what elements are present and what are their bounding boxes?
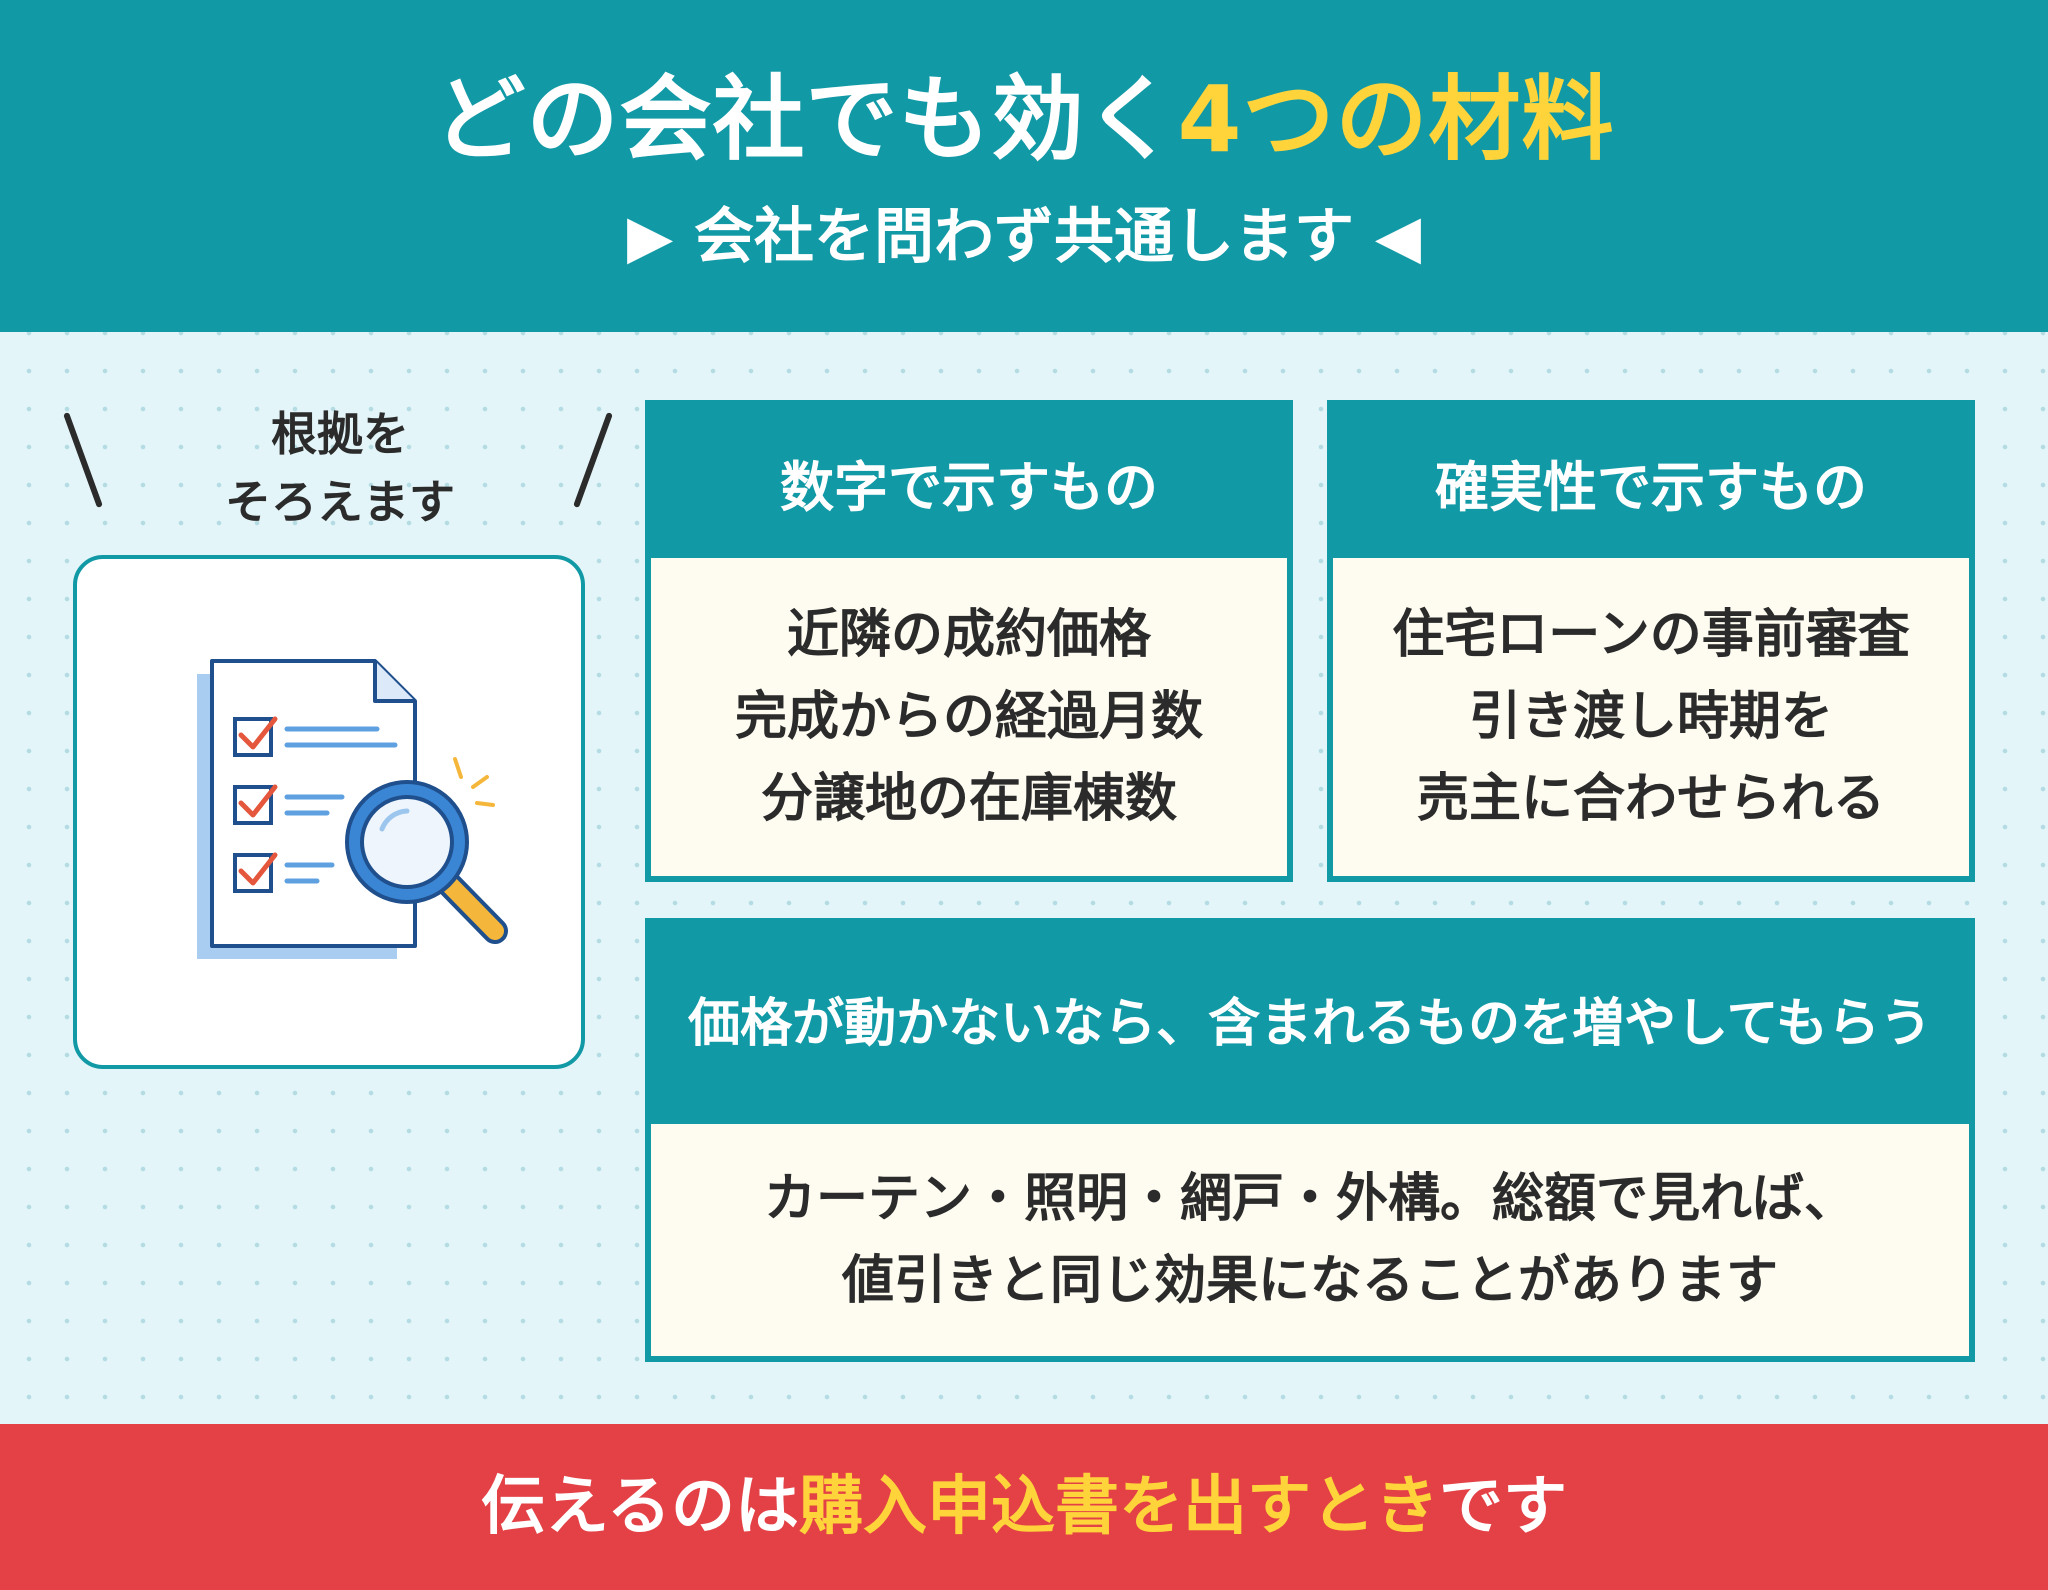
title-accent: 4つの材料 xyxy=(1177,66,1615,173)
footer-accent: 購入申込書を出すとき xyxy=(799,1470,1440,1544)
checkbox-3 xyxy=(233,852,278,893)
footer-banner: 伝えるのは購入申込書を出すときです xyxy=(0,1424,2048,1590)
checklist-magnifier-icon xyxy=(197,659,508,959)
caption-line-1: 根拠を xyxy=(271,407,409,461)
sparkle-marks xyxy=(453,757,495,807)
numbers-card-line: 近隣の成約価格 xyxy=(786,605,1151,665)
footer-text-a: 伝えるのは xyxy=(480,1470,800,1544)
caption-line-2: そろえます xyxy=(225,475,455,529)
extras-card-body: カーテン・照明・網戸・外構。総額で見れば、 値引きと同じ効果になることがあります xyxy=(651,1124,1969,1356)
certainty-card-line: 住宅ローンの事前審査 xyxy=(1392,605,1910,665)
numbers-card: 数字で示すもの 近隣の成約価格 完成からの経過月数 分譲地の在庫棟数 xyxy=(645,400,1293,882)
footer-text-b: です xyxy=(1439,1470,1568,1544)
document-fold xyxy=(373,661,415,703)
title-main: どの会社でも効く xyxy=(433,66,1178,173)
numbers-card-line: 分譲地の在庫棟数 xyxy=(760,769,1177,829)
magnifier-handle xyxy=(440,875,504,940)
numbers-card-line: 完成からの経過月数 xyxy=(734,687,1203,747)
checkbox-1 xyxy=(233,716,278,757)
lens-glint xyxy=(379,808,410,832)
left-caption: 根拠を そろえます xyxy=(60,400,620,530)
certainty-card: 確実性で示すもの 住宅ローンの事前審査 引き渡し時期を 売主に合わせられる xyxy=(1327,400,1975,882)
page-subtitle: ▶ 会社を問わず共通します ◀ xyxy=(626,202,1422,272)
certainty-card-line: 売主に合わせられる xyxy=(1416,769,1885,829)
extras-card-line: カーテン・照明・網戸・外構。総額で見れば、 xyxy=(763,1169,1856,1229)
illustration-box xyxy=(73,555,585,1069)
text-lines xyxy=(284,726,398,884)
extras-card-line: 値引きと同じ効果になることがあります xyxy=(841,1251,1778,1311)
page-title: どの会社でも効く4つの材料 xyxy=(0,60,2048,180)
extras-card-heading: 価格が動かないなら、含まれるものを増やしてもらう xyxy=(651,924,1969,1124)
checkbox-2 xyxy=(233,784,278,825)
extras-card: 価格が動かないなら、含まれるものを増やしてもらう カーテン・照明・網戸・外構。総… xyxy=(645,918,1975,1362)
numbers-card-heading: 数字で示すもの xyxy=(651,406,1287,558)
header-banner: どの会社でも効く4つの材料 ▶ 会社を問わず共通します ◀ xyxy=(0,0,2048,332)
caption-text: 根拠を そろえます xyxy=(60,400,620,536)
certainty-card-line: 引き渡し時期を xyxy=(1468,687,1833,747)
certainty-card-heading: 確実性で示すもの xyxy=(1333,406,1969,558)
certainty-card-body: 住宅ローンの事前審査 引き渡し時期を 売主に合わせられる xyxy=(1333,558,1969,876)
numbers-card-body: 近隣の成約価格 完成からの経過月数 分譲地の在庫棟数 xyxy=(651,558,1287,876)
magnifier-lens xyxy=(360,795,454,889)
